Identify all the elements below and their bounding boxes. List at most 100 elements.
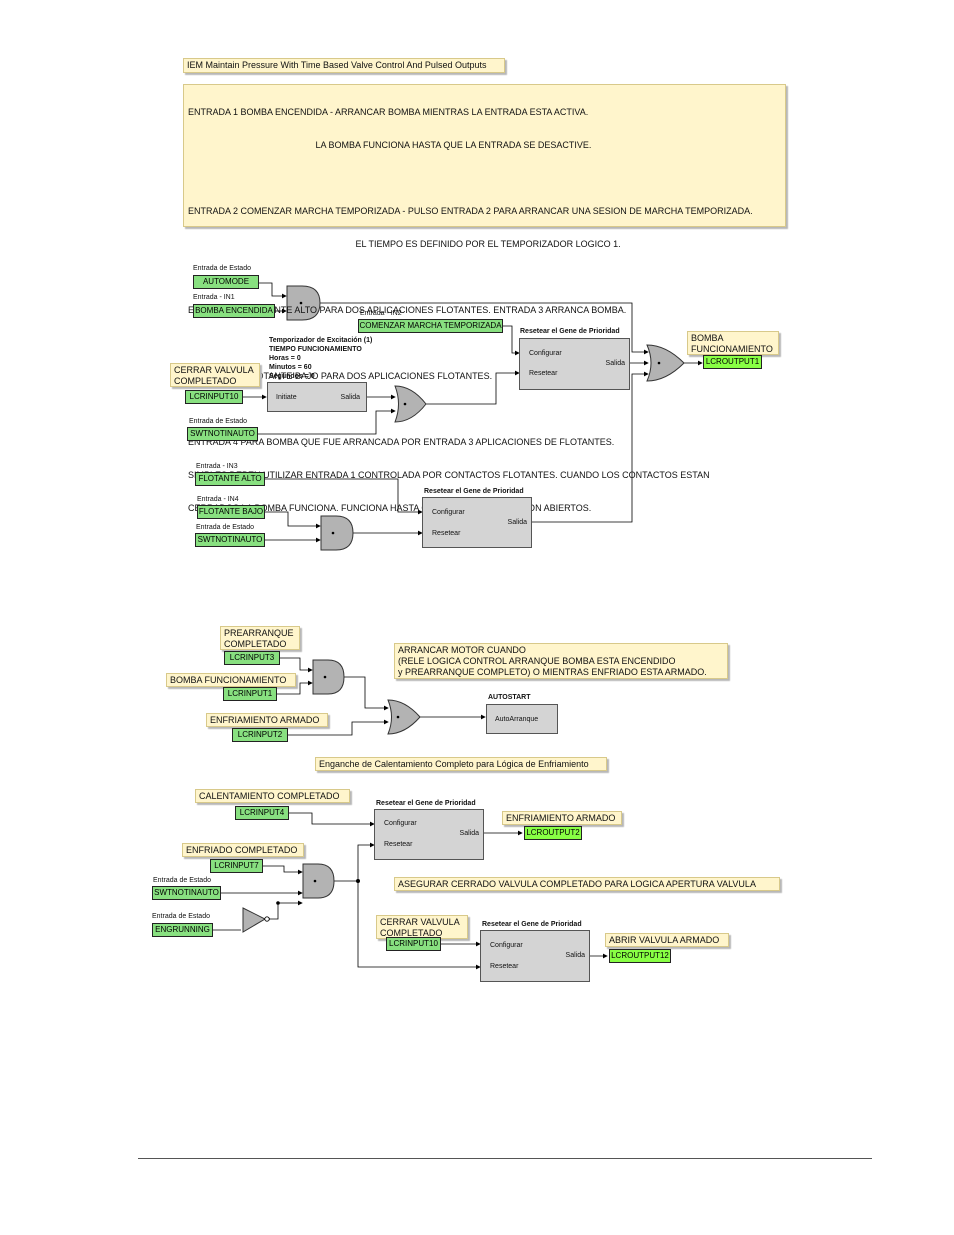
in4-caption: Entrada - IN4 (197, 496, 239, 503)
desc-line-5: EL TIEMPO ES DEFINIDO POR EL TEMPORIZADO… (188, 239, 621, 249)
latch2-caption: Resetear el Gene de Prioridad (424, 488, 524, 495)
latch3-port-salida: Salida (459, 830, 479, 837)
latch1-caption: Resetear el Gene de Prioridad (520, 328, 620, 335)
input-automode[interactable]: AUTOMODE (193, 275, 259, 289)
engrunning-caption: Entrada de Estado (152, 913, 210, 920)
output-lcroutput1[interactable]: LCROUTPUT1 (703, 355, 762, 369)
latch3-port-configurar: Configurar (384, 820, 417, 827)
latch3-block[interactable]: Configurar Resetear Salida (374, 809, 484, 860)
timer-port-salida: Salida (340, 394, 360, 401)
note-enfriado: ENFRIADO COMPLETADO (182, 843, 304, 857)
autostart-port: AutoArranque (495, 716, 539, 723)
input-swtnotinauto-1[interactable]: SWTNOTINAUTO (187, 427, 258, 441)
latch4-block[interactable]: Configurar Resetear Salida (480, 930, 590, 982)
wire (357, 881, 481, 970)
note-calentamiento: CALENTAMIENTO COMPLETADO (195, 789, 350, 803)
note-enganche: Enganche de Calentamiento Completo para … (315, 757, 607, 771)
and-gate (286, 285, 321, 321)
desc-line-4: ENTRADA 2 COMENZAR MARCHA TEMPORIZADA - … (188, 206, 753, 216)
automode-caption: Entrada de Estado (193, 265, 251, 272)
description-note: ENTRADA 1 BOMBA ENCENDIDA - ARRANCAR BOM… (183, 84, 786, 513)
latch1-port-configurar: Configurar (529, 350, 562, 357)
desc-line-7: ENTRADA 3 - FLOTANTE ALTO PARA DOS APLIC… (188, 305, 627, 315)
latch2-port-resetear: Resetear (432, 530, 461, 537)
input-swtnotinauto-3[interactable]: SWTNOTINAUTO (152, 886, 221, 900)
input-flotante-alto[interactable]: FLOTANTE ALTO (195, 472, 265, 486)
swt3-caption: Entrada de Estado (153, 877, 211, 884)
desc-line-11: ENTRADA 4 PARA BOMBA QUE FUE ARRANCADA P… (188, 437, 615, 447)
not-gate (242, 907, 267, 933)
note-bomba-funcionamiento-2: BOMBA FUNCIONAMIENTO (166, 673, 296, 687)
input-flotante-bajo[interactable]: FLOTANTE BAJO (197, 505, 265, 519)
or-gate (394, 385, 427, 423)
input-lcrinput1[interactable]: LCRINPUT1 (223, 687, 277, 701)
wire (265, 478, 423, 515)
input-lcrinput7[interactable]: LCRINPUT7 (210, 859, 263, 873)
timer-caption: Temporizador de Excitación (1) (269, 337, 373, 344)
note-bomba-funcionamiento: BOMBA FUNCIONAMIENTO (687, 331, 779, 355)
latch2-port-configurar: Configurar (432, 509, 465, 516)
autostart-caption: AUTOSTART (488, 694, 531, 701)
wire (265, 900, 303, 920)
wire (289, 812, 375, 827)
input-swtnotinauto-2[interactable]: SWTNOTINAUTO (195, 533, 265, 547)
timer-block[interactable]: Initiate Salida (267, 382, 367, 412)
note-enfriamiento-armado-in: ENFRIAMIENTO ARMADO (206, 713, 328, 727)
input-lcrinput2[interactable]: LCRINPUT2 (232, 728, 288, 742)
swt2-caption: Entrada de Estado (196, 524, 254, 531)
latch1-block[interactable]: Configurar Resetear Salida (519, 338, 630, 390)
output-lcroutput12[interactable]: LCROUTPUT12 (609, 949, 671, 963)
input-comenzar-marcha[interactable]: COMENZAR MARCHA TEMPORIZADA (358, 319, 503, 333)
note-asegurar: ASEGURAR CERRADO VALVULA COMPLETADO PARA… (394, 877, 780, 891)
wire (320, 302, 649, 355)
latch4-caption: Resetear el Gene de Prioridad (482, 921, 582, 928)
wire (259, 282, 287, 299)
in3-caption: Entrada - IN3 (196, 463, 238, 470)
latch4-port-resetear: Resetear (490, 963, 519, 970)
input-lcrinput4[interactable]: LCRINPUT4 (235, 806, 289, 820)
desc-line-1: ENTRADA 1 BOMBA ENCENDIDA - ARRANCAR BOM… (188, 107, 589, 117)
output-lcroutput2[interactable]: LCROUTPUT2 (524, 826, 582, 840)
in1-caption: Entrada - IN1 (193, 294, 235, 301)
latch1-port-resetear: Resetear (529, 370, 558, 377)
latch3-caption: Resetear el Gene de Prioridad (376, 800, 476, 807)
or-gate-autostart (387, 699, 421, 735)
wire (265, 511, 321, 529)
latch1-port-salida: Salida (605, 360, 625, 367)
input-lcrinput10-a[interactable]: LCRINPUT10 (185, 390, 243, 404)
note-abrir-valvula: ABRIR VALVULA ARMADO (605, 933, 729, 947)
autostart-block[interactable]: AutoArranque (486, 704, 558, 734)
gate-markers (299, 301, 661, 883)
wire (334, 842, 375, 882)
note-cerrar-valvula-a: CERRAR VALVULA COMPLETADO (170, 363, 260, 387)
wire (503, 325, 520, 356)
wire (288, 719, 389, 736)
wire (344, 676, 389, 711)
note-cerrar-valvula-b: CERRAR VALVULA COMPLETADO (376, 915, 468, 939)
latch2-port-salida: Salida (507, 519, 527, 526)
input-lcrinput10-b[interactable]: LCRINPUT10 (386, 937, 441, 951)
wire (258, 408, 396, 435)
wire (280, 657, 313, 673)
diagram-title: IEM Maintain Pressure With Time Based Va… (183, 58, 505, 73)
input-lcrinput3[interactable]: LCRINPUT3 (224, 651, 280, 665)
desc-line-12: SIMPLES DEBEN UTILIZAR ENTRADA 1 CONTROL… (188, 470, 710, 480)
input-bomba-encendida[interactable]: BOMBA ENCENDIDA (193, 304, 275, 318)
or-gate-output (646, 344, 685, 382)
latch3-port-resetear: Resetear (384, 841, 413, 848)
and-gate-float (320, 515, 354, 551)
swt1-caption: Entrada de Estado (189, 418, 247, 425)
timer-info: TIEMPO FUNCIONAMIENTO Horas = 0 Minutos … (269, 346, 362, 380)
desc-line-2: LA BOMBA FUNCIONA HASTA QUE LA ENTRADA S… (188, 140, 592, 150)
in2-caption: Entrada - IN2 (360, 310, 402, 317)
latch4-port-configurar: Configurar (490, 942, 523, 949)
desc-line-6 (188, 272, 781, 283)
note-enfriamiento-armado-out: ENFRIAMIENTO ARMADO (502, 811, 622, 825)
timer-port-initiate: Initiate (276, 394, 297, 401)
desc-line-3 (188, 173, 781, 184)
wire (426, 370, 520, 405)
footer-rule (138, 1158, 872, 1159)
latch2-block[interactable]: Configurar Resetear Salida (422, 497, 532, 548)
input-engrunning[interactable]: ENGRUNNING (152, 923, 213, 937)
